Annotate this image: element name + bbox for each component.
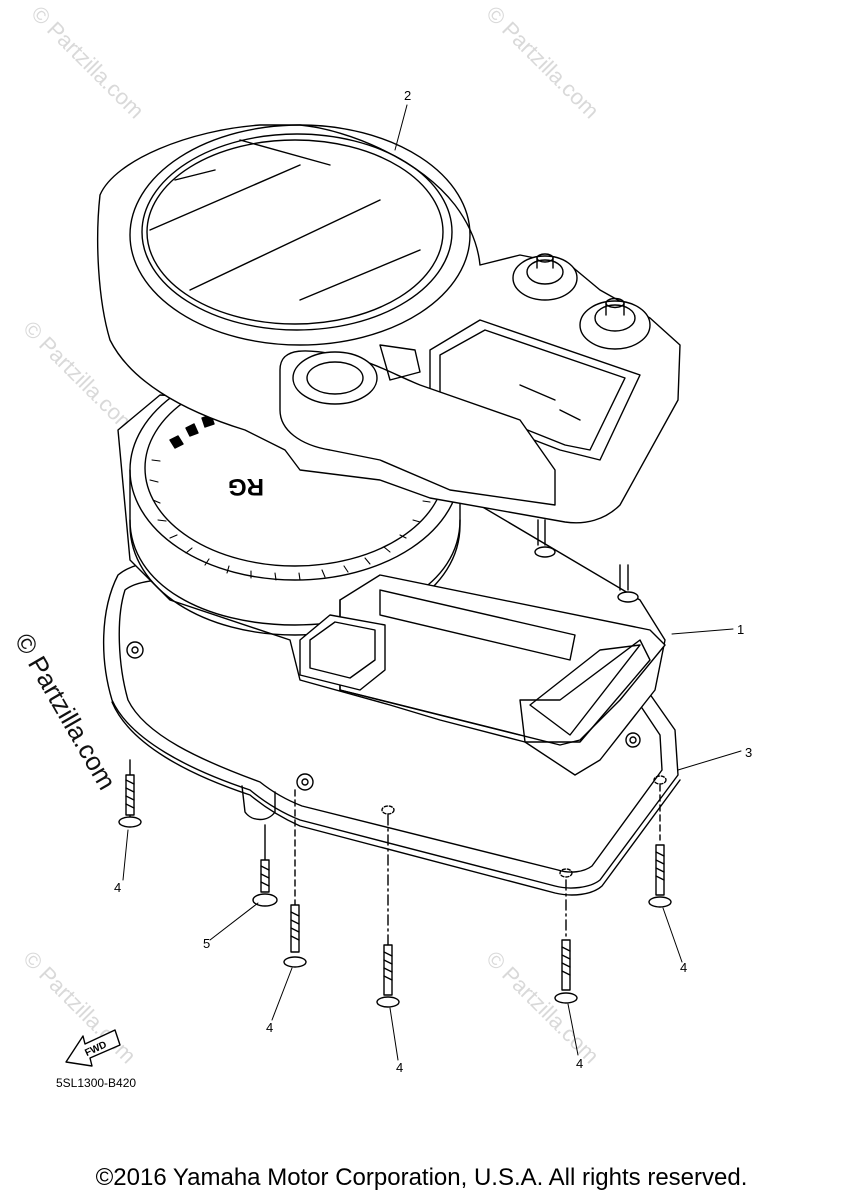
diagram-part-code: 5SL1300-B420 — [56, 1076, 137, 1090]
callout-2: 2 — [404, 88, 411, 103]
leader-lines — [122, 104, 742, 1061]
screws — [118, 759, 672, 1008]
fwd-arrow — [65, 1029, 121, 1067]
copyright-footer: ©2016 Yamaha Motor Corporation, U.S.A. A… — [95, 1164, 748, 1191]
dial-logo: RG — [228, 473, 264, 500]
callout-3: 3 — [745, 745, 752, 760]
callouts: 2 1 3 4 5 4 4 4 4 — [114, 88, 752, 1075]
callout-4c: 4 — [396, 1060, 403, 1075]
callout-5: 5 — [203, 936, 210, 951]
callout-4a: 4 — [114, 880, 121, 895]
watermark: © Partzilla.com — [481, 946, 604, 1069]
callout-1: 1 — [737, 622, 744, 637]
callout-4d: 4 — [576, 1056, 583, 1071]
watermark: © Partzilla.com — [26, 1, 149, 124]
callout-4b: 4 — [266, 1020, 273, 1035]
callout-4e: 4 — [680, 960, 687, 975]
watermark: © Partzilla.com — [481, 1, 604, 124]
upper-cover — [96, 124, 681, 524]
